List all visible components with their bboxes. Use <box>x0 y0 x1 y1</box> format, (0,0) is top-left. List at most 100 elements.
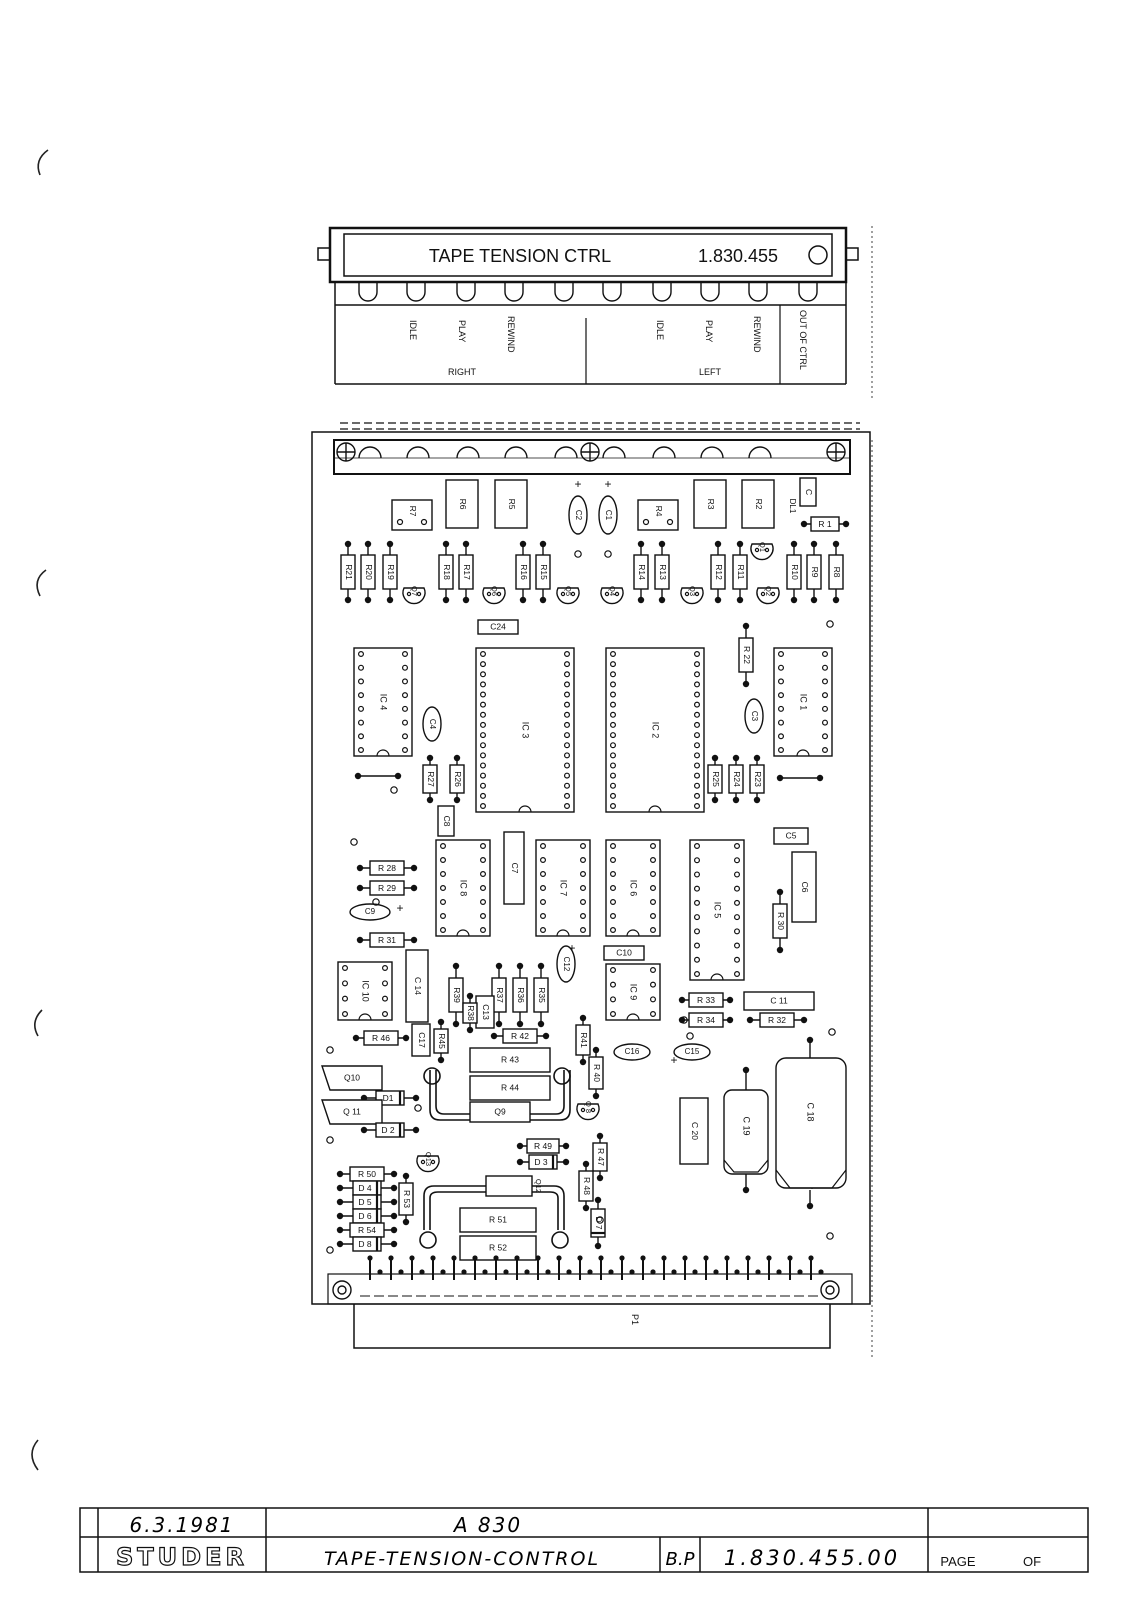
component-q7: Q7 <box>402 586 426 605</box>
component-label-c10: C10 <box>616 947 632 957</box>
component-label-ic9: IC 9 <box>629 984 639 1001</box>
brand-logo: STUDER <box>116 1543 248 1571</box>
component-label-q11: Q 11 <box>343 1106 361 1116</box>
component-label-r21: R21 <box>344 564 354 580</box>
component-ic1: IC 1 <box>773 647 833 757</box>
component-label-q4: Q4 <box>608 586 617 596</box>
component-label-r4: R4 <box>654 506 664 517</box>
component-label-q12: Q12 <box>534 1179 543 1193</box>
component-label-r10: R10 <box>790 564 800 580</box>
component-r31: R 31 <box>356 932 418 948</box>
svg-text:+: + <box>604 477 611 491</box>
component-c14: C 14 <box>405 949 429 1023</box>
component-q12: Q12 <box>485 1175 543 1197</box>
component-q9: Q9 <box>469 1101 531 1123</box>
component-r12: R12 <box>710 540 726 604</box>
component-r16: R16 <box>515 540 531 604</box>
component-label-c7: C7 <box>510 863 520 874</box>
panel-screw <box>808 245 828 265</box>
panel-led-row <box>358 283 818 302</box>
component-label-r27: R27 <box>426 771 436 787</box>
component-q1: Q1 <box>750 542 774 561</box>
component-r52: R 52 <box>459 1235 537 1261</box>
component-label-c24: C24 <box>490 621 506 631</box>
component-label-r52: R 52 <box>489 1242 507 1252</box>
component-label-c14: C 14 <box>413 977 423 995</box>
component-label-r36: R36 <box>516 987 526 1003</box>
component-label-c6: C6 <box>800 882 810 893</box>
component-label-r35: R35 <box>537 987 547 1003</box>
led-label-left-play: PLAY <box>704 320 714 342</box>
component-label-q5: Q5 <box>564 586 573 596</box>
drawing-title: TAPE-TENSION-CONTROL <box>324 1548 600 1570</box>
component-label-d8: D 8 <box>358 1239 372 1249</box>
of-label: OF <box>1023 1554 1041 1569</box>
component-label-r5: R5 <box>507 499 517 510</box>
loose-pads <box>326 550 836 1254</box>
component-r27: R27 <box>422 754 438 804</box>
component-c4: C4 <box>422 706 442 742</box>
component-label-c5: C5 <box>786 830 797 840</box>
component-label-c17: C17 <box>417 1032 427 1048</box>
component-label-r54: R 54 <box>358 1225 376 1235</box>
component-label-r19: R19 <box>386 564 396 580</box>
component-label-ic3: IC 3 <box>521 722 531 739</box>
component-r53: R 53 <box>398 1172 414 1226</box>
component-q5: Q5 <box>556 586 580 605</box>
component-label-r49: R 49 <box>534 1141 552 1151</box>
component-r26: R26 <box>449 754 465 804</box>
component-r20: R20 <box>360 540 376 604</box>
component-label-r30: R 30 <box>776 912 786 930</box>
component-d2: D 2 <box>360 1122 420 1138</box>
component-c15: C15 <box>673 1043 711 1061</box>
component-label-d1: D1 <box>383 1093 394 1103</box>
component-r41: R41 <box>575 1014 591 1066</box>
component-label-q6: Q6 <box>490 586 499 596</box>
svg-text:+: + <box>568 941 575 955</box>
svg-text:+: + <box>574 477 581 491</box>
component-label-r22: R 22 <box>742 646 752 664</box>
component-label-r33: R 33 <box>697 995 715 1005</box>
component-d1: D1 <box>360 1090 420 1106</box>
component-q13: Q13 <box>416 1152 440 1173</box>
component-label-cdl: C <box>804 489 814 495</box>
component-r14: R14 <box>633 540 649 604</box>
component-r51: R 51 <box>459 1207 537 1233</box>
component-label-r42: R 42 <box>511 1031 529 1041</box>
component-label-c11: C 11 <box>770 995 788 1005</box>
component-label-r31: R 31 <box>378 935 396 945</box>
component-label-c8: C8 <box>442 816 452 827</box>
component-label-d6: D 6 <box>358 1211 372 1221</box>
component-label-ic2: IC 2 <box>651 722 661 739</box>
component-label-c3: C3 <box>750 711 759 722</box>
component-label-r2: R2 <box>754 499 764 510</box>
component-label-c16: C16 <box>625 1047 640 1056</box>
component-c13: C13 <box>475 995 495 1029</box>
component-r30: R 30 <box>772 888 788 954</box>
component-r45: R45 <box>433 1018 449 1064</box>
component-ic4: IC 4 <box>353 647 413 757</box>
component-ic9: IC 9 <box>605 963 661 1021</box>
edge-connector-pins <box>367 1255 824 1280</box>
component-c5: C5 <box>773 827 809 845</box>
component-q10: Q10 <box>321 1065 383 1091</box>
component-r42: R 42 <box>490 1028 550 1044</box>
led-label-right-play: PLAY <box>457 320 467 342</box>
component-d6: D 6 <box>336 1208 398 1224</box>
component-r18: R18 <box>438 540 454 604</box>
component-r46: R 46 <box>352 1030 410 1046</box>
component-c6: C6 <box>791 851 817 923</box>
component-r8: R8 <box>828 540 844 604</box>
component-r17: R17 <box>458 540 474 604</box>
component-label-r15: R15 <box>539 564 549 580</box>
component-label-r16: R16 <box>519 564 529 580</box>
component-r22: R 22 <box>738 622 754 688</box>
component-r37: R37 <box>491 962 507 1028</box>
component-r43: R 43 <box>469 1047 551 1073</box>
component-label-q2: Q2 <box>764 586 773 596</box>
component-r5: R5 <box>494 479 528 529</box>
led-label-right-rewind: REWIND <box>506 316 516 353</box>
component-label-ic1: IC 1 <box>799 694 809 711</box>
component-label-c20: C 20 <box>690 1122 700 1140</box>
